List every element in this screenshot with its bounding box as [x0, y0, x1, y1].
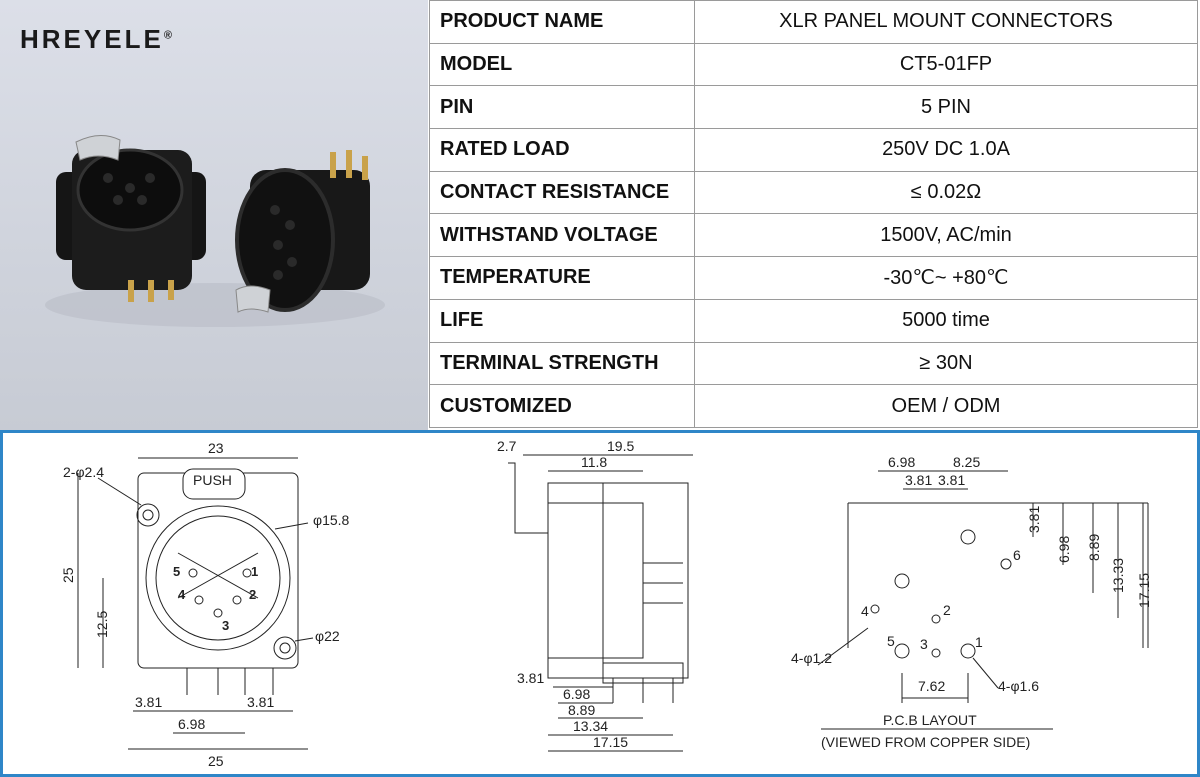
dim-label: φ22 — [315, 628, 340, 644]
dim-label: 17.15 — [1136, 573, 1152, 608]
dim-label: 3.81 — [247, 694, 274, 710]
pin-number: 3 — [222, 618, 229, 633]
dim-label: 7.62 — [918, 678, 945, 694]
dim-label: 23 — [208, 440, 224, 456]
connector-illustration — [45, 135, 385, 327]
pcb-pin-label: 6 — [1013, 547, 1021, 563]
dim-label: 3.81 — [1026, 506, 1042, 533]
pcb-pin-label: 5 — [887, 633, 895, 649]
spec-label: WITHSTAND VOLTAGE — [429, 213, 695, 258]
dim-label: 13.34 — [573, 718, 608, 734]
svg-text:PUSH: PUSH — [193, 472, 232, 488]
spec-value: 5000 time — [694, 298, 1198, 343]
product-photo: HREYELE® — [0, 0, 428, 430]
spec-value: -30℃~ +80℃ — [694, 256, 1198, 300]
pin-number: 5 — [173, 564, 180, 579]
spec-row: TERMINAL STRENGTH≥ 30N — [429, 341, 1198, 386]
pcb-subtitle: (VIEWED FROM COPPER SIDE) — [821, 734, 1030, 750]
dim-label: 2-φ2.4 — [63, 464, 104, 480]
pin-number: 4 — [178, 587, 186, 602]
pin-number: 1 — [251, 564, 258, 579]
dim-label: 13.33 — [1110, 558, 1126, 593]
spec-row: CONTACT RESISTANCE≤ 0.02Ω — [429, 170, 1198, 215]
dim-label: 25 — [60, 567, 76, 583]
dim-label: 3.81 — [905, 472, 932, 488]
spec-value: 5 PIN — [694, 85, 1198, 130]
spec-label: CONTACT RESISTANCE — [429, 170, 695, 215]
spec-value: CT5-01FP — [694, 42, 1198, 87]
dim-label: 8.25 — [953, 454, 980, 470]
dim-label: 8.89 — [568, 702, 595, 718]
dim-label: 2.7 — [497, 438, 517, 454]
spec-value: 1500V, AC/min — [694, 213, 1198, 258]
pin-number: 2 — [249, 587, 256, 602]
pcb-pin-label: 3 — [920, 636, 928, 652]
spec-label: TERMINAL STRENGTH — [429, 341, 695, 386]
spec-label: RATED LOAD — [429, 128, 695, 172]
spec-label: LIFE — [429, 298, 695, 343]
spec-value: ≥ 30N — [694, 341, 1198, 386]
spec-row: TEMPERATURE-30℃~ +80℃ — [429, 256, 1198, 300]
spec-label: TEMPERATURE — [429, 256, 695, 300]
spec-value: 250V DC 1.0A — [694, 128, 1198, 172]
dim-label: 6.98 — [563, 686, 590, 702]
spec-value: ≤ 0.02Ω — [694, 170, 1198, 215]
dim-label: 6.98 — [178, 716, 205, 732]
dim-label: 4-φ1.6 — [998, 678, 1039, 694]
pcb-pin-label: 1 — [975, 634, 983, 650]
dim-label: φ15.8 — [313, 512, 350, 528]
pcb-pin-label: 4 — [861, 603, 869, 619]
spec-label: PIN — [429, 85, 695, 130]
spec-value: OEM / ODM — [694, 384, 1198, 428]
dim-label: 6.98 — [888, 454, 915, 470]
dim-label: 3.81 — [135, 694, 162, 710]
spec-label: CUSTOMIZED — [429, 384, 695, 428]
dim-label: 8.89 — [1086, 534, 1102, 561]
dim-label: 19.5 — [607, 438, 634, 454]
dim-label: 6.98 — [1056, 536, 1072, 563]
dim-label: 17.15 — [593, 734, 628, 750]
dim-label: 11.8 — [581, 454, 607, 470]
pcb-pin-label: 2 — [943, 602, 951, 618]
dim-label: 4-φ1.2 — [791, 650, 832, 666]
dim-label: 12.5 — [94, 611, 110, 638]
spec-value: XLR PANEL MOUNT CONNECTORS — [694, 0, 1198, 44]
brand-logo: HREYELE® — [20, 24, 172, 54]
dim-label: 25 — [208, 753, 224, 769]
dim-label: 3.81 — [517, 670, 544, 686]
spec-label: MODEL — [429, 42, 695, 87]
pcb-title: P.C.B LAYOUT — [883, 712, 977, 728]
dim-label: 3.81 — [938, 472, 965, 488]
spec-label: PRODUCT NAME — [429, 0, 695, 44]
